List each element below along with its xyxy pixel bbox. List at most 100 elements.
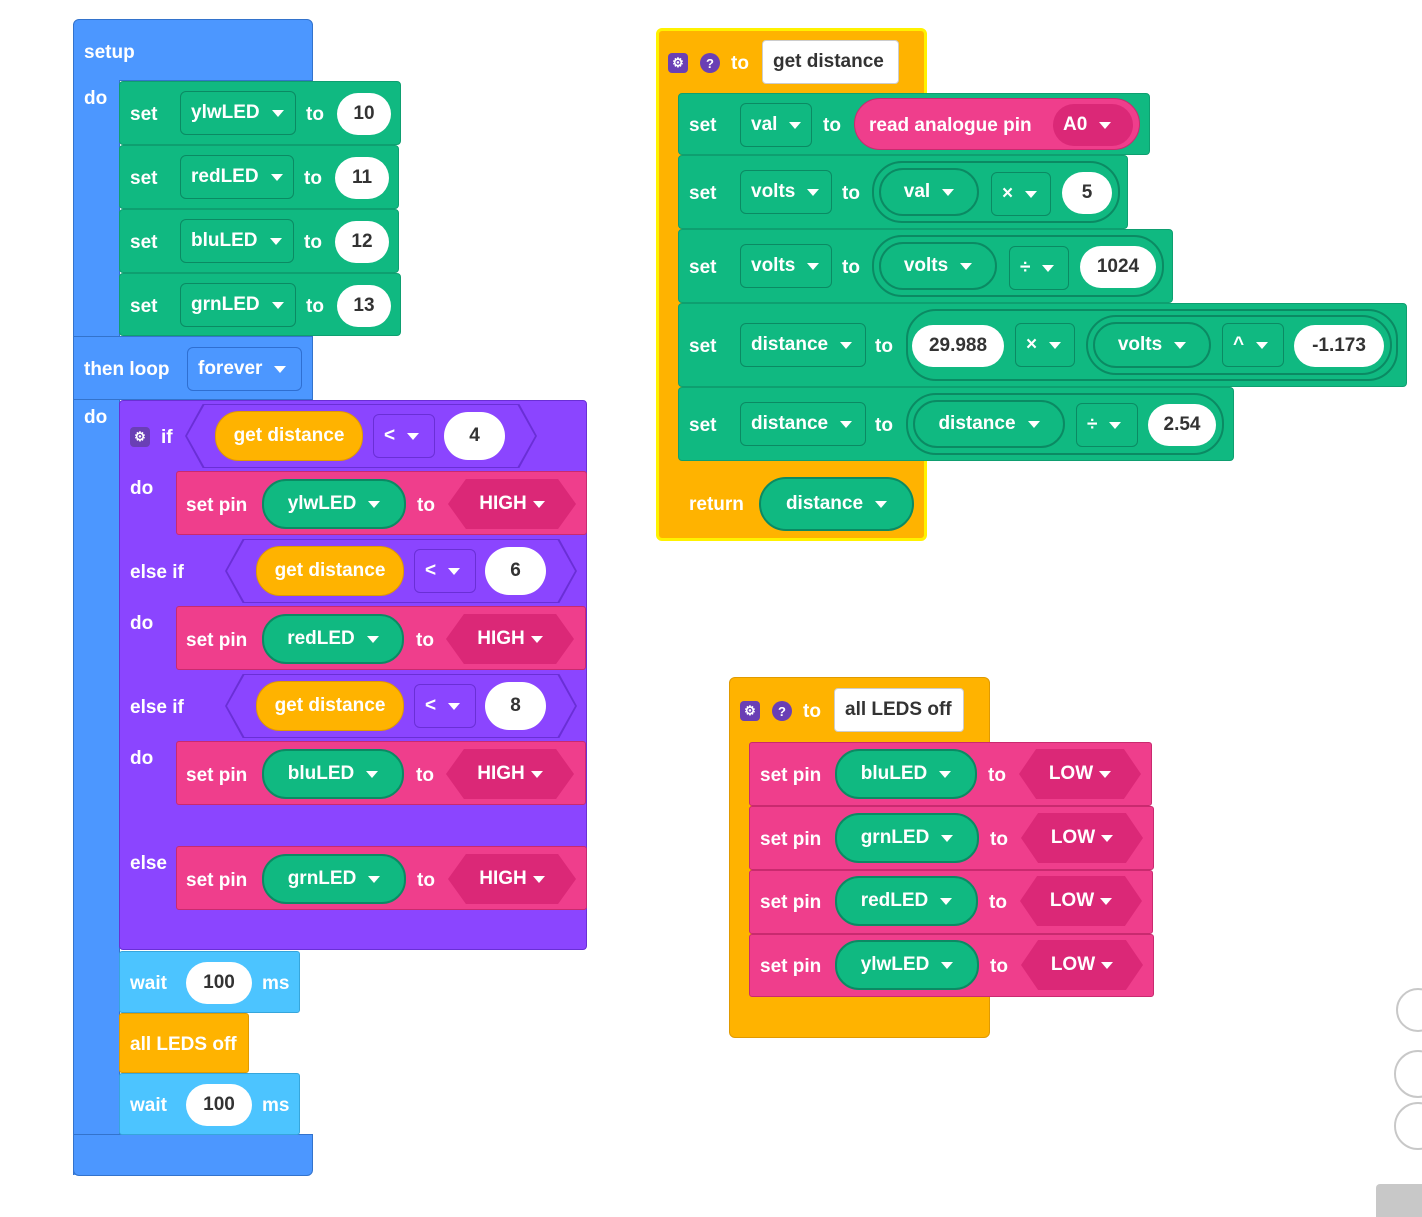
chevron-down-icon (407, 432, 420, 440)
help-icon[interactable]: ? (700, 53, 720, 73)
pin-var-pill[interactable]: redLED (262, 614, 404, 664)
volts-var-pill[interactable]: volts (879, 242, 997, 290)
chevron-down-icon (1049, 341, 1062, 349)
chevron-down-icon (1042, 264, 1055, 272)
to-label: to (306, 296, 324, 317)
return-label: return (689, 494, 744, 515)
value-input[interactable]: 8 (485, 682, 546, 730)
set-pin-label: set pin (186, 630, 248, 651)
var-dropdown-bluLED[interactable]: bluLED (180, 219, 294, 263)
var-dropdown-val[interactable]: val (740, 103, 812, 147)
pin-state-dropdown[interactable]: LOW (1021, 813, 1143, 863)
value-input[interactable]: 11 (335, 157, 389, 199)
gear-icon[interactable]: ⚙ (668, 53, 688, 73)
chevron-down-icon (366, 635, 379, 643)
pin-state-dropdown[interactable]: HIGH (446, 749, 574, 799)
do-label-2: do (84, 407, 108, 428)
chevron-down-icon (941, 834, 954, 842)
pin-var-pill[interactable]: ylwLED (835, 940, 979, 990)
value-input[interactable]: 2.54 (1148, 404, 1216, 446)
chevron-down-icon (368, 500, 381, 508)
function-name-input[interactable]: all LEDS off (834, 688, 964, 732)
setup-block[interactable] (73, 19, 313, 81)
zoom-out-icon[interactable] (1394, 1102, 1422, 1150)
chevron-down-icon (960, 262, 973, 270)
pin-var-pill[interactable]: grnLED (262, 854, 406, 904)
to-label: to (416, 630, 434, 651)
set-label: set (130, 168, 158, 189)
set-label: set (689, 115, 717, 136)
set-pin-label: set pin (760, 765, 822, 786)
var-dropdown-grnLED[interactable]: grnLED (180, 283, 296, 327)
pin-state-dropdown[interactable]: LOW (1019, 749, 1141, 799)
gear-icon[interactable]: ⚙ (130, 427, 150, 447)
operator-dropdown[interactable]: ^ (1222, 323, 1284, 367)
chevron-down-icon (1256, 341, 1269, 349)
value-input[interactable]: 6 (485, 547, 546, 595)
zoom-in-icon[interactable] (1394, 1050, 1422, 1098)
operator-dropdown[interactable]: × (1015, 323, 1075, 367)
wait-input[interactable]: 100 (186, 1084, 252, 1126)
ms-label: ms (262, 1095, 290, 1116)
to-label: to (731, 53, 749, 74)
operator-dropdown[interactable]: × (991, 172, 1051, 216)
chevron-down-icon (1174, 341, 1187, 349)
value-input[interactable]: 29.988 (912, 325, 1004, 367)
var-dropdown-redLED[interactable]: redLED (180, 155, 294, 199)
operator-dropdown[interactable]: < (373, 414, 435, 458)
set-label: set (689, 336, 717, 357)
value-input[interactable]: 1024 (1080, 246, 1156, 288)
pin-var-pill[interactable]: ylwLED (262, 479, 406, 529)
chevron-down-icon (1101, 834, 1114, 842)
function-name-input[interactable]: get distance (762, 40, 899, 84)
pin-state-dropdown[interactable]: LOW (1021, 940, 1143, 990)
set-label: set (130, 104, 158, 125)
distance-var-pill[interactable]: distance (913, 400, 1065, 448)
gear-icon[interactable]: ⚙ (740, 701, 760, 721)
var-dropdown-volts[interactable]: volts (740, 170, 832, 214)
chevron-down-icon (1099, 770, 1112, 778)
pin-state-dropdown[interactable]: HIGH (446, 614, 574, 664)
operator-dropdown[interactable]: ÷ (1009, 246, 1069, 290)
value-input[interactable]: 13 (337, 285, 391, 327)
chevron-down-icon (270, 173, 283, 181)
to-label: to (988, 765, 1006, 786)
value-input[interactable]: 5 (1062, 172, 1112, 214)
all-leds-off-call[interactable] (119, 1013, 249, 1073)
operator-dropdown[interactable]: < (414, 549, 476, 593)
value-input[interactable]: 10 (337, 93, 391, 135)
var-dropdown-distance[interactable]: distance (740, 323, 866, 367)
help-icon[interactable]: ? (772, 701, 792, 721)
get-distance-call[interactable]: get distance (256, 681, 404, 731)
var-dropdown-volts[interactable]: volts (740, 244, 832, 288)
pin-dropdown[interactable]: A0 (1053, 104, 1133, 146)
trash-icon[interactable] (1376, 1184, 1422, 1217)
chevron-down-icon (366, 770, 379, 778)
val-var-pill[interactable]: val (879, 168, 979, 216)
get-distance-call[interactable]: get distance (256, 546, 404, 596)
chevron-down-icon (939, 770, 952, 778)
operator-dropdown[interactable]: ÷ (1076, 403, 1138, 447)
pin-var-pill[interactable]: bluLED (835, 749, 977, 799)
pin-var-pill[interactable]: bluLED (262, 749, 404, 799)
pin-var-pill[interactable]: redLED (835, 876, 978, 926)
chevron-down-icon (1099, 121, 1112, 129)
wait-input[interactable]: 100 (186, 962, 252, 1004)
pin-state-dropdown[interactable]: HIGH (448, 479, 576, 529)
operator-dropdown[interactable]: < (414, 684, 476, 728)
volts-var-pill[interactable]: volts (1093, 322, 1211, 368)
value-input[interactable]: 12 (335, 221, 389, 263)
pin-state-dropdown[interactable]: HIGH (448, 854, 576, 904)
chevron-down-icon (532, 500, 545, 508)
value-input[interactable]: 4 (444, 412, 505, 460)
do-label: do (130, 613, 154, 634)
recenter-icon[interactable] (1396, 988, 1422, 1032)
var-dropdown-ylwLED[interactable]: ylwLED (180, 91, 296, 135)
value-input[interactable]: -1.173 (1294, 325, 1384, 367)
forever-dropdown[interactable]: forever (187, 347, 302, 391)
return-var-pill[interactable]: distance (759, 477, 914, 531)
pin-var-pill[interactable]: grnLED (835, 813, 979, 863)
pin-state-dropdown[interactable]: LOW (1020, 876, 1142, 926)
get-distance-call[interactable]: get distance (215, 411, 363, 461)
var-dropdown-distance[interactable]: distance (740, 402, 866, 446)
